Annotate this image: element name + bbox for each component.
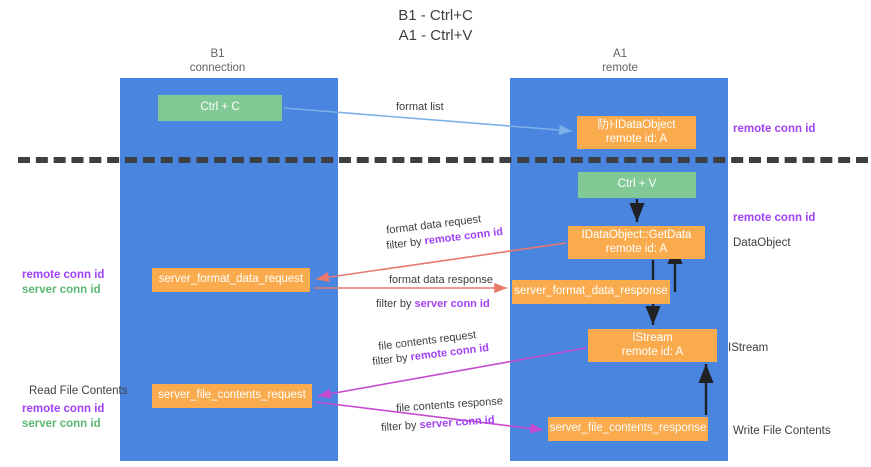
node-idataobject-getdata[interactable]: IDataObject::GetData remote id: A [568, 226, 705, 259]
filter-key-server-conn-id: server conn id [414, 298, 490, 310]
node-server-format-data-request[interactable]: server_format_data_request [152, 268, 310, 292]
node-server-format-data-request-label: server_format_data_request [158, 273, 304, 286]
annotation-left-read-file-contents: Read File Contents [29, 385, 128, 397]
node-idataobject-getdata-title: IDataObject::GetData [581, 229, 692, 241]
annotation-right-write-file-contents: Write File Contents [733, 425, 831, 437]
edge-label-format-data-response-filter: filter by server conn id [376, 297, 490, 311]
node-idataobject-title: 阞ﾄIDataObject [597, 119, 676, 131]
node-server-file-contents-response-label: server_file_contents_response [549, 422, 707, 435]
node-istream[interactable]: IStream remote id: A [588, 329, 717, 362]
annotation-left-server-conn-id-2: server conn id [22, 417, 101, 430]
node-idataobject-getdata-remote-id: remote id: A [605, 242, 668, 255]
node-server-file-contents-request-label: server_file_contents_request [158, 389, 306, 402]
annotation-left-remote-conn-id-1: remote conn id [22, 269, 105, 281]
filter-prefix: filter by [376, 298, 415, 310]
column-header-a1: A1 remote [602, 48, 638, 74]
node-idataobject[interactable]: 阞ﾄIDataObject remote id: A [577, 116, 696, 149]
diagram-title: B1 - Ctrl+C A1 - Ctrl+V [398, 7, 473, 44]
annotation-right-istream: IStream [728, 342, 769, 354]
annotation-left-conn-ids-top: remote conn id server conn id [22, 268, 104, 297]
edge-label-format-data-response: format data response [389, 274, 493, 286]
phase-separator-dashed-line [18, 157, 868, 163]
node-server-format-data-response-label: server_format_data_response [514, 285, 668, 298]
filter-key-server-conn-id: server conn id [419, 414, 495, 432]
filter-prefix: filter by [380, 419, 420, 434]
annotation-right-remote-conn-id-top: remote conn id [733, 123, 816, 135]
edge-label-format-list: format list [396, 101, 444, 113]
annotation-right-dataobject: DataObject [733, 237, 791, 249]
annotation-right-remote-conn-id-mid: remote conn id [733, 212, 816, 224]
filter-prefix: filter by [385, 235, 426, 253]
annotation-left-remote-conn-id-2: remote conn id [22, 403, 105, 415]
annotation-left-server-conn-id-1: server conn id [22, 283, 101, 296]
node-ctrl-v[interactable]: Ctrl + V [578, 172, 696, 198]
edge-label-file-contents-response-filter: filter by server conn id [381, 413, 495, 435]
node-idataobject-remote-id: remote id: A [605, 132, 668, 145]
node-server-file-contents-request[interactable]: server_file_contents_request [152, 384, 312, 408]
filter-prefix: filter by [371, 351, 412, 369]
node-ctrl-c[interactable]: Ctrl + C [158, 95, 282, 121]
node-ctrl-c-label: Ctrl + C [200, 101, 240, 114]
node-server-format-data-response[interactable]: server_format_data_response [512, 280, 670, 304]
column-header-b1: B1 connection [189, 48, 246, 74]
node-ctrl-v-label: Ctrl + V [617, 178, 657, 191]
node-server-file-contents-response[interactable]: server_file_contents_response [548, 417, 708, 441]
node-istream-remote-id: remote id: A [621, 345, 684, 358]
annotation-left-conn-ids-bottom: remote conn id server conn id [22, 402, 104, 431]
node-istream-title: IStream [632, 332, 673, 344]
